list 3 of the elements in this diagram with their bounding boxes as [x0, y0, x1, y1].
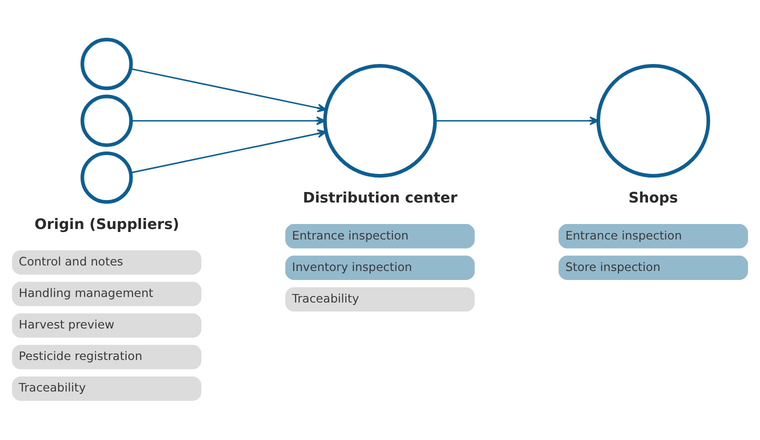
label: Shops: [628, 190, 678, 207]
label: Origin (Suppliers): [34, 216, 180, 233]
label: Distribution center: [302, 190, 458, 207]
